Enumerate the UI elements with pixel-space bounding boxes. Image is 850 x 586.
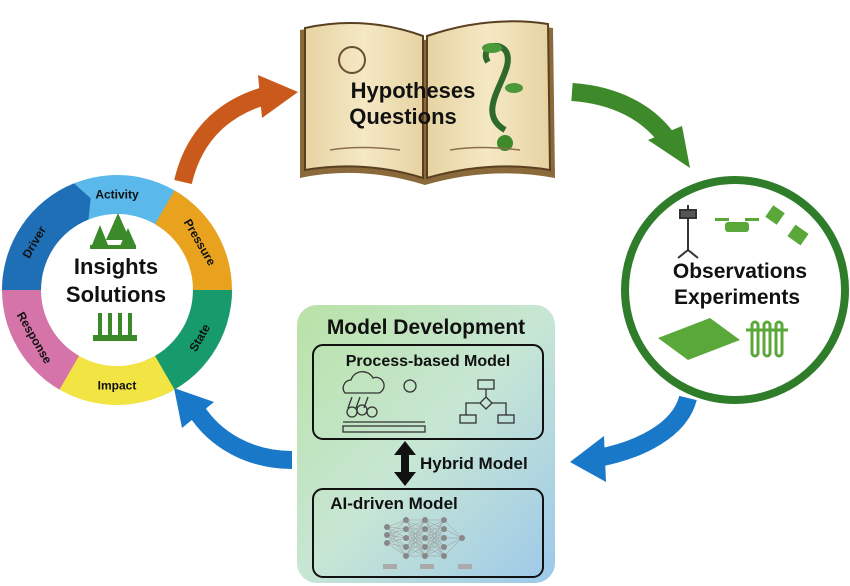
nn-node: [403, 544, 409, 550]
nn-node: [403, 553, 409, 559]
nn-edge: [386, 534, 407, 557]
nn-edge: [405, 546, 426, 557]
observations-label: Observations: [673, 260, 807, 283]
questions-label: Questions: [349, 104, 457, 129]
nn-edge: [386, 542, 407, 557]
nn-edge: [405, 519, 426, 548]
nn-edge: [386, 528, 407, 536]
nn-edge: [386, 528, 407, 544]
hypotheses-label: Hypotheses: [351, 78, 476, 103]
arrow-observations-to-model: [570, 395, 697, 482]
nn-edge: [424, 528, 445, 557]
test-tubes-icon: [746, 320, 788, 358]
nn-edge: [424, 519, 445, 557]
model-development-title: Model Development: [327, 316, 525, 339]
nn-edge: [443, 537, 463, 548]
nn-legend-box: [420, 564, 434, 569]
nn-edge: [386, 519, 407, 544]
nn-edge: [424, 537, 445, 557]
nn-node: [403, 535, 409, 541]
nn-node: [441, 544, 447, 550]
insights-label: Insights: [74, 254, 158, 279]
neural-network-icon: [383, 517, 472, 569]
sun-icon: [338, 46, 366, 74]
nn-edge: [424, 519, 445, 530]
arrow-insights-to-hypotheses: [174, 75, 298, 185]
ai-driven-model-box: [312, 488, 544, 578]
nn-edge: [386, 526, 407, 548]
bidirectional-arrow-icon: [394, 441, 416, 486]
nn-edge: [386, 526, 407, 539]
nn-edge: [405, 519, 426, 557]
flowchart-icon: [459, 379, 515, 424]
nn-edge: [405, 519, 426, 539]
model-development-panel: Model Development Process-based Model Hy…: [297, 305, 555, 583]
nn-node: [422, 517, 428, 523]
nn-edge: [405, 528, 426, 557]
trees-icon: [90, 213, 136, 249]
nn-edge: [443, 519, 463, 539]
dpsir-label-activity: Activity: [95, 188, 139, 202]
nn-node: [422, 553, 428, 559]
hydrology-icon: [342, 371, 426, 433]
nn-legend-box: [458, 564, 472, 569]
process-based-model-label: Process-based Model: [346, 353, 511, 370]
nn-edge: [443, 537, 463, 557]
process-based-model-box: [312, 344, 544, 440]
hybrid-model-label: Hybrid Model: [420, 454, 528, 473]
nn-node: [441, 526, 447, 532]
nn-edge: [386, 542, 407, 548]
nn-node: [441, 517, 447, 523]
nn-node: [422, 526, 428, 532]
nn-node: [384, 532, 390, 538]
nn-edge: [386, 519, 407, 528]
nn-legend-box: [383, 564, 397, 569]
nn-edge: [424, 519, 445, 548]
dpsir-label-impact: Impact: [98, 379, 137, 393]
dpsir-segment-driver: [2, 183, 91, 290]
nn-edge: [386, 526, 407, 530]
nn-edge: [386, 534, 407, 539]
drone-icon: [715, 218, 759, 232]
nn-node: [441, 553, 447, 559]
nn-edge: [386, 526, 407, 557]
arrow-model-to-insights: [174, 388, 293, 469]
nn-edge: [424, 546, 445, 557]
nn-node: [441, 535, 447, 541]
nn-node: [384, 540, 390, 546]
nn-node: [459, 535, 465, 541]
satellite-icon: [765, 205, 809, 246]
dpsir-segment-impact: [46, 349, 175, 405]
field-plots-icon: [658, 318, 740, 360]
nn-node: [403, 526, 409, 532]
nn-edge: [424, 519, 445, 539]
open-book-illustration: Hypotheses Questions: [300, 20, 555, 186]
arrow-hypotheses-to-observations: [571, 83, 690, 168]
dpsir-segment-response: [2, 266, 80, 390]
dpsir-segment-state: [143, 290, 232, 397]
nn-node: [422, 544, 428, 550]
insights-center: Insights Solutions: [66, 213, 166, 341]
nn-edge: [405, 519, 426, 530]
nn-node: [422, 535, 428, 541]
solutions-label: Solutions: [66, 282, 166, 307]
nn-edge: [386, 519, 407, 536]
crops-icon: [93, 313, 137, 341]
dpsir-segment-activity: [59, 175, 188, 231]
nn-node: [403, 517, 409, 523]
nn-edge: [386, 534, 407, 548]
weather-station-icon: [677, 205, 699, 259]
nn-node: [384, 524, 390, 530]
nn-edge: [443, 528, 463, 539]
dpsir-segment-pressure: [155, 190, 232, 314]
nn-edge: [386, 537, 407, 544]
observations-circle: Observations Experiments: [621, 176, 849, 404]
experiments-label: Experiments: [674, 286, 800, 309]
dpsir-cycle-ring: ActivityPressureStateImpactResponseDrive…: [2, 175, 232, 405]
nn-edge: [405, 537, 426, 557]
ai-driven-model-label: AI-driven Model: [330, 494, 458, 513]
